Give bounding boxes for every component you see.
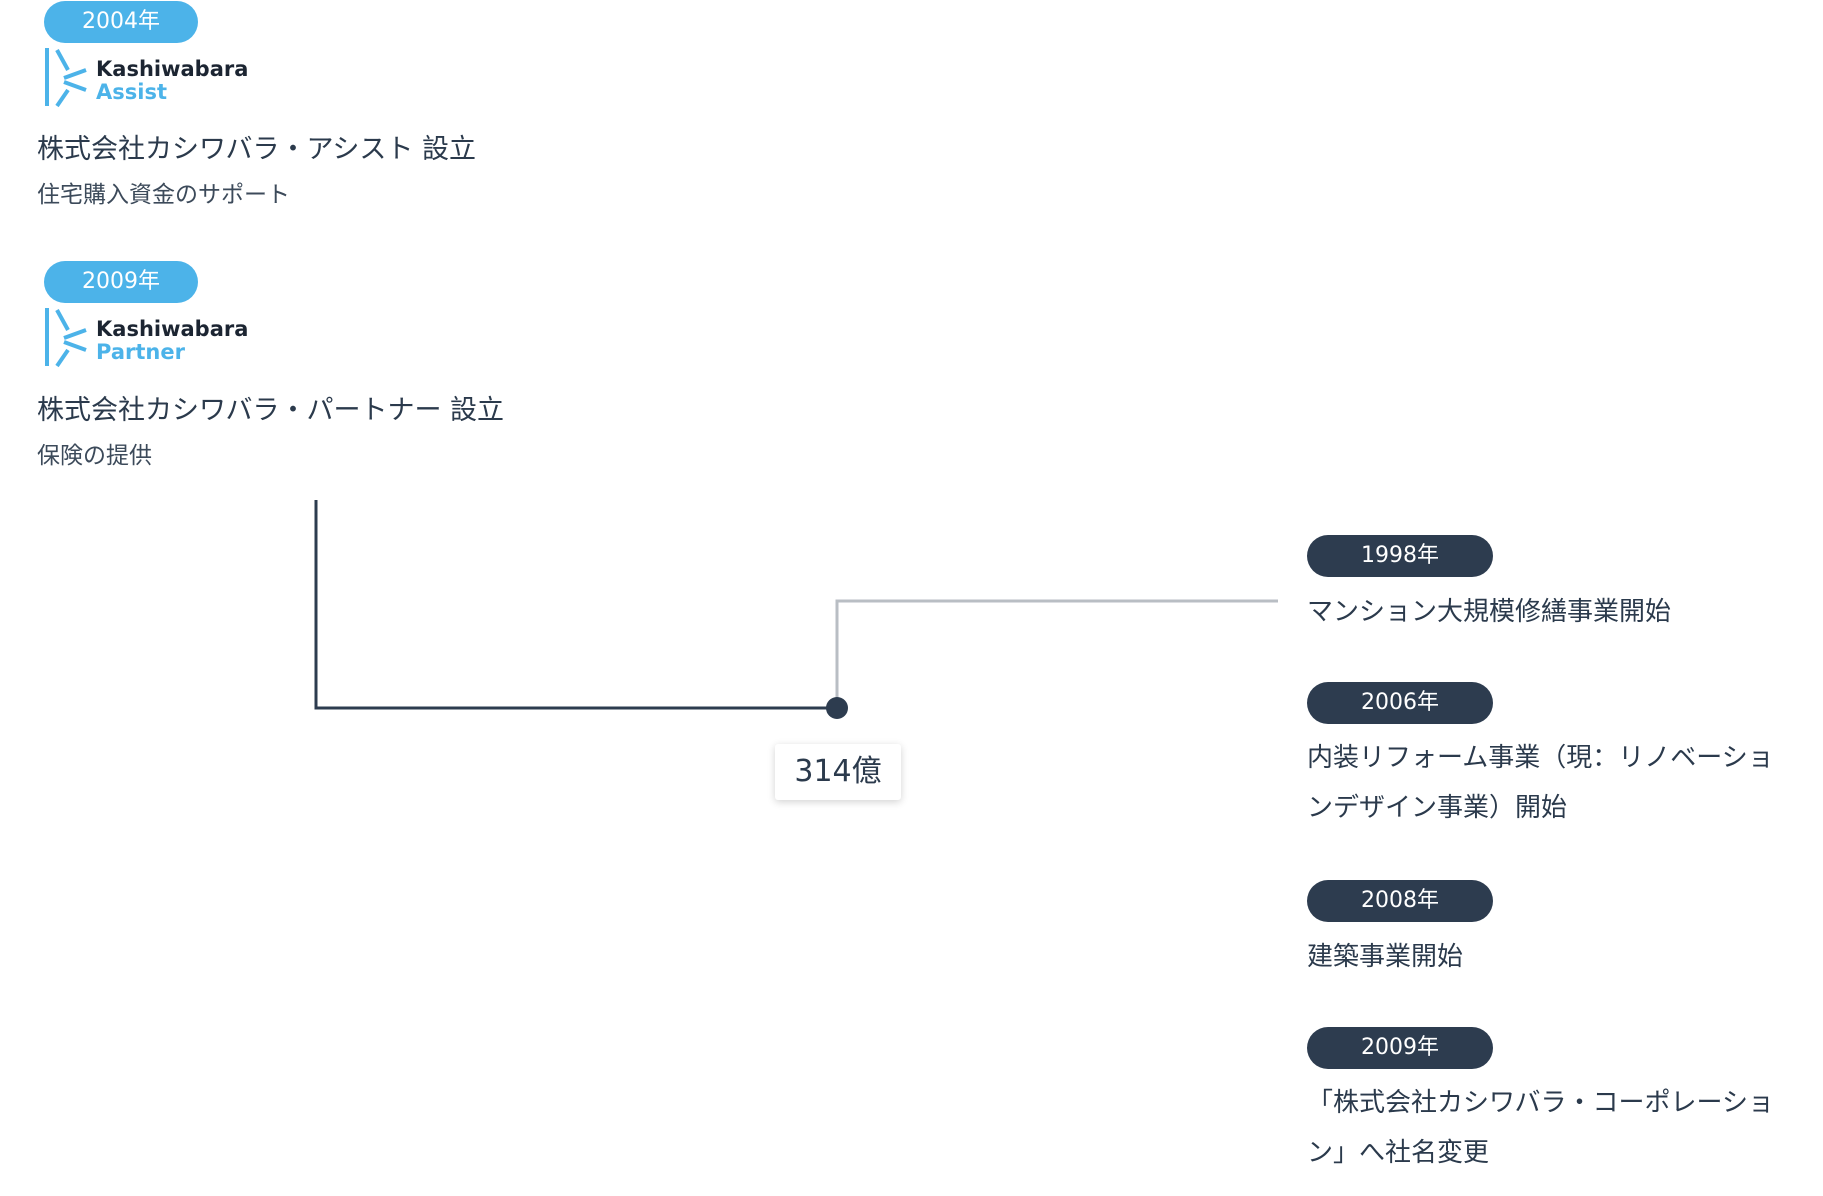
logo-wordmark: Kashiwabara — [96, 57, 249, 81]
logo-subword: Partner — [96, 340, 185, 364]
company-description: 住宅購入資金のサポート — [37, 182, 290, 208]
event-description: 内装リフォーム事業（現：リノベーションデザイン事業）開始 — [1307, 743, 1774, 823]
kashiwabara-assist-logo: Kashiwabara Assist — [44, 46, 284, 110]
event-description: 「株式会社カシワバラ・コーポレーション」へ社名変更 — [1307, 1088, 1774, 1168]
year-badge: 2006年 — [1307, 682, 1493, 724]
year-badge: 2008年 — [1307, 880, 1493, 922]
logo-wordmark: Kashiwabara — [96, 317, 249, 341]
year-badge: 2009年 — [1307, 1027, 1493, 1069]
value-point — [826, 697, 848, 719]
subsidiary-connector-line — [314, 500, 837, 710]
year-badge: 1998年 — [1307, 535, 1493, 577]
event-description: マンション大規模修繕事業開始 — [1307, 597, 1672, 627]
company-description: 保険の提供 — [37, 443, 152, 469]
company-title: 株式会社カシワバラ・パートナー 設立 — [37, 395, 505, 426]
kashiwabara-mark-icon — [45, 308, 87, 368]
kashiwabara-mark-icon — [45, 48, 87, 108]
year-badge: 2009年 — [44, 261, 198, 303]
logo-subword: Assist — [96, 80, 167, 104]
revenue-value-label: 314億 — [775, 744, 901, 800]
event-description: 建築事業開始 — [1307, 942, 1464, 972]
kashiwabara-partner-logo: Kashiwabara Partner — [44, 306, 284, 370]
year-badge: 2004年 — [44, 1, 198, 43]
company-title: 株式会社カシワバラ・アシスト 設立 — [37, 134, 476, 165]
events-connector-line — [835, 599, 1278, 708]
